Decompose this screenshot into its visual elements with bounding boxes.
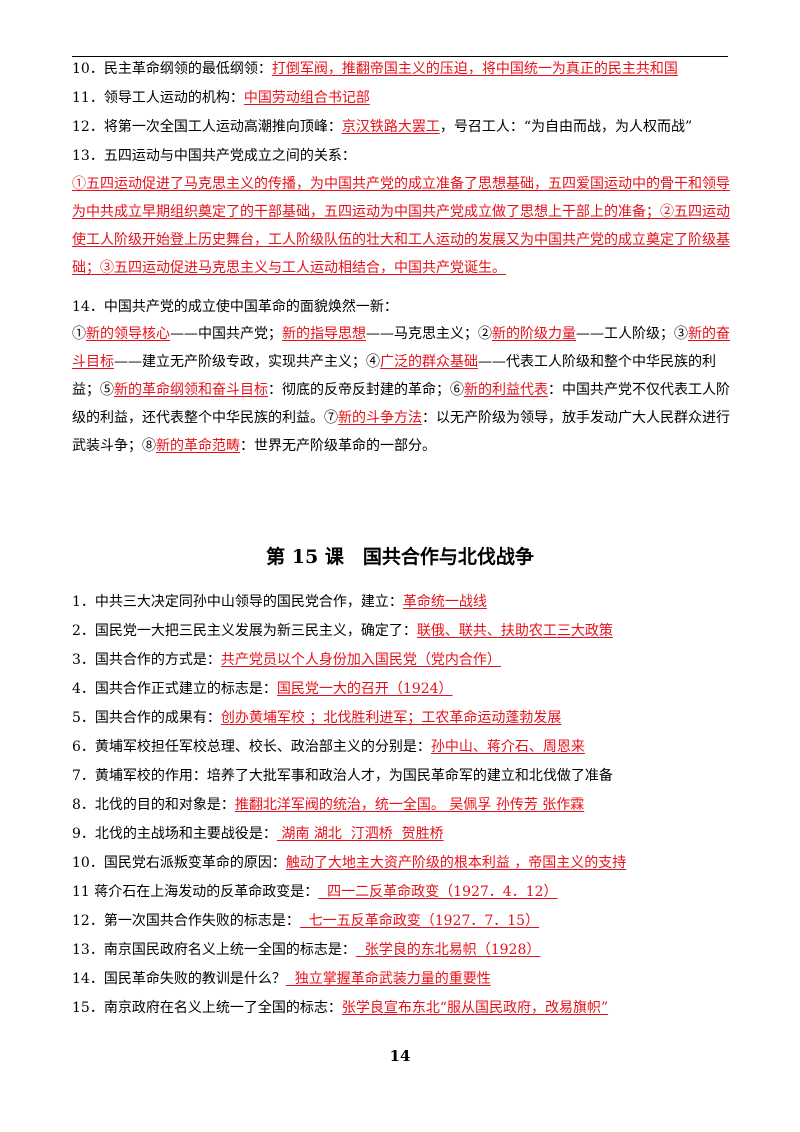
question-text: 9．北伐的主战场和主要战役是： <box>72 826 277 842</box>
q14-answer-segment: 新的利益代表 <box>464 382 548 398</box>
answer-text: 张学良宣布东北“服从国民政府，改易旗帜” <box>341 1000 609 1016</box>
answer-text: 革命统一战线 <box>402 594 487 610</box>
question-text: 11．领导工人运动的机构： <box>72 90 244 106</box>
answer-text: 中国劳动组合书记部 <box>243 90 370 106</box>
question-text: 7．黄埔军校的作用：培养了大批军事和政治人才，为国民革命军的建立和北伐做了准备 <box>72 768 613 784</box>
q14-answer-segment: 广泛的群众基础 <box>380 354 478 370</box>
lesson-item: 12．第一次国共合作失败的标志是： 七一五反革命政变（1927．7．15） <box>72 912 732 930</box>
q14-text-segment: ：彻底的反帝反封建的革命；⑥ <box>268 382 464 398</box>
lesson-item: 3．国共合作的方式是：共产党员以个人身份加入国民党（党内合作） <box>72 651 732 669</box>
top-item-11: 11．领导工人运动的机构：中国劳动组合书记部 <box>72 89 732 107</box>
question-text: 8．北伐的目的和对象是： <box>72 797 235 813</box>
lesson-item: 7．黄埔军校的作用：培养了大批军事和政治人才，为国民革命军的建立和北伐做了准备 <box>72 767 732 785</box>
q14-answer-segment: 新的领导核心 <box>86 326 170 342</box>
answer-text: 推翻北洋军阀的统治，统一全国。 吴佩孚 孙传芳 张作霖 <box>234 797 585 813</box>
answer-text: 触动了大地主大资产阶级的根本利益 ，帝国主义的支持 <box>285 855 627 871</box>
question-text: 13．五四运动与中国共产党成立之间的关系： <box>72 148 356 164</box>
question-text: 12．第一次国共合作失败的标志是： <box>72 913 300 929</box>
lesson-item: 14．国民革命失败的教训是什么？ 独立掌握革命武装力量的重要性 <box>72 970 732 988</box>
question-text: 5．国共合作的成果有： <box>72 710 221 726</box>
lesson-item: 8．北伐的目的和对象是：推翻北洋军阀的统治，统一全国。 吴佩孚 孙传芳 张作霖 <box>72 796 732 814</box>
lesson-item: 10．国民党右派叛变革命的原因：触动了大地主大资产阶级的根本利益 ，帝国主义的支… <box>72 854 732 872</box>
answer-text: 四一二反革命政变（1927．4．12） <box>318 884 558 900</box>
q14-text-segment: ——马克思主义；② <box>366 326 492 342</box>
answer-text: 七一五反革命政变（1927．7．15） <box>299 913 540 929</box>
answer-text: 国民党一大的召开（1924） <box>276 681 453 697</box>
top-item-13: 13．五四运动与中国共产党成立之间的关系： <box>72 147 732 165</box>
top-item-12: 12．将第一次全国工人运动高潮推向顶峰：京汉铁路大罢工，号召工人：“为自由而战，… <box>72 118 732 136</box>
question-text: 15．南京政府在名义上统一了全国的标志： <box>72 1000 342 1016</box>
q14-text-segment: ——工人阶级；③ <box>576 326 688 342</box>
q14-answer-segment: 新的革命纲领和奋斗目标 <box>114 382 268 398</box>
answer-text: 共产党员以个人身份加入国民党（党内合作） <box>220 652 501 668</box>
q14-answer-segment: 新的奋斗目标 <box>72 326 730 370</box>
question-text: 13．南京国民政府名义上统一全国的标志是： <box>72 942 356 958</box>
q14-text-segment: ：世界无产阶级革命的一部分。 <box>240 438 436 454</box>
q14-text-segment: ——中国共产党； <box>170 326 282 342</box>
question-text: 2．国民党一大把三民主义发展为新三民主义，确定了： <box>72 623 417 639</box>
question-text: 1．中共三大决定同孙中山领导的国民党合作，建立： <box>72 594 403 610</box>
header-rule <box>72 56 728 57</box>
question-text: 6．黄埔军校担任军校总理、校长、政治部主义的分别是： <box>72 739 431 755</box>
q14-answer-segment: 新的指导思想 <box>282 326 366 342</box>
page-number: 14 <box>389 1047 411 1065</box>
lesson-item: 11 蒋介石在上海发动的反革命政变是： 四一二反革命政变（1927．4．12） <box>72 883 732 901</box>
lesson-item: 2．国民党一大把三民主义发展为新三民主义，确定了：联俄、联共、扶助农工三大政策 <box>72 622 732 640</box>
answer-text: 张学良的东北易帜（1928） <box>355 942 541 958</box>
answer-text: 联俄、联共、扶助农工三大政策 <box>416 623 613 639</box>
q13-answer: ①五四运动促进了马克思主义的传播，为中国共产党的成立准备了思想基础，五四爱国运动… <box>72 176 730 276</box>
answer-text: 孙中山、蒋介石、周恩来 <box>430 739 585 755</box>
question-text: 14．国民革命失败的教训是什么？ <box>72 971 286 987</box>
answer-text: 创办黄埔军校 ；北伐胜利进军；工农革命运动蓬勃发展 <box>220 710 562 726</box>
q13-answer-paragraph: ①五四运动促进了马克思主义的传播，为中国共产党的成立准备了思想基础，五四爱国运动… <box>72 170 730 282</box>
q14-question: 14．中国共产党的成立使中国革命的面貌焕然一新： <box>72 299 398 315</box>
q14-answer-segment: 新的斗争方法 <box>338 410 422 426</box>
q14-text-segment: ——代表工人阶级和整个中华民族的利益；⑤ <box>72 354 716 398</box>
lesson-item: 4．国共合作正式建立的标志是：国民党一大的召开（1924） <box>72 680 732 698</box>
q14-answer-segment: 新的阶级力量 <box>492 326 576 342</box>
lesson-item: 13．南京国民政府名义上统一全国的标志是： 张学良的东北易帜（1928） <box>72 941 732 959</box>
question-text: 10．民主革命纲领的最低纲领： <box>72 61 272 77</box>
question-text: 4．国共合作正式建立的标志是： <box>72 681 277 697</box>
question-text: 12．将第一次全国工人运动高潮推向顶峰： <box>72 119 342 135</box>
question-text: 3．国共合作的方式是： <box>72 652 221 668</box>
lesson-item: 1．中共三大决定同孙中山领导的国民党合作，建立：革命统一战线 <box>72 593 732 611</box>
lesson-item: 9．北伐的主战场和主要战役是： 湖南 湖北 汀泗桥 贺胜桥 <box>72 825 732 843</box>
lesson-item: 6．黄埔军校担任军校总理、校长、政治部主义的分别是：孙中山、蒋介石、周恩来 <box>72 738 732 756</box>
question-text: 10．国民党右派叛变革命的原因： <box>72 855 286 871</box>
top-item-10: 10．民主革命纲领的最低纲领：打倒军阀，推翻帝国主义的压迫，将中国统一为真正的民… <box>72 60 732 78</box>
q14-text-segment: ：中国共产党不仅代表工人阶级的利益，还代表整个中华民族的利益。⑦ <box>72 382 730 426</box>
lesson-item: 15．南京政府在名义上统一了全国的标志：张学良宣布东北“服从国民政府，改易旗帜” <box>72 999 732 1017</box>
q14-text-segment: ——建立无产阶级专政，实现共产主义；④ <box>114 354 380 370</box>
lesson-title: 第 15 课 国共合作与北伐战争 <box>266 546 534 568</box>
q14-text-segment: ：以无产阶级为领导，放手发动广大人民群众进行武装斗争；⑧ <box>72 410 730 454</box>
answer-text: 打倒军阀，推翻帝国主义的压迫，将中国统一为真正的民主共和国 <box>271 61 678 77</box>
q14-answer-segment: 新的革命范畴 <box>156 438 240 454</box>
q14-text-segment: ① <box>72 326 86 342</box>
answer-text: 京汉铁路大罢工 <box>341 119 440 135</box>
answer-text: 湖南 湖北 汀泗桥 贺胜桥 <box>276 826 444 842</box>
answer-text: 独立掌握革命武装力量的重要性 <box>285 971 491 987</box>
question-text: 11 蒋介石在上海发动的反革命政变是： <box>72 884 319 900</box>
lesson-item: 5．国共合作的成果有：创办黄埔军校 ；北伐胜利进军；工农革命运动蓬勃发展 <box>72 709 732 727</box>
question-tail: ，号召工人：“为自由而战，为人权而战” <box>439 119 693 135</box>
q14-answer-paragraph: ①新的领导核心——中国共产党；新的指导思想——马克思主义；②新的阶级力量——工人… <box>72 320 730 460</box>
